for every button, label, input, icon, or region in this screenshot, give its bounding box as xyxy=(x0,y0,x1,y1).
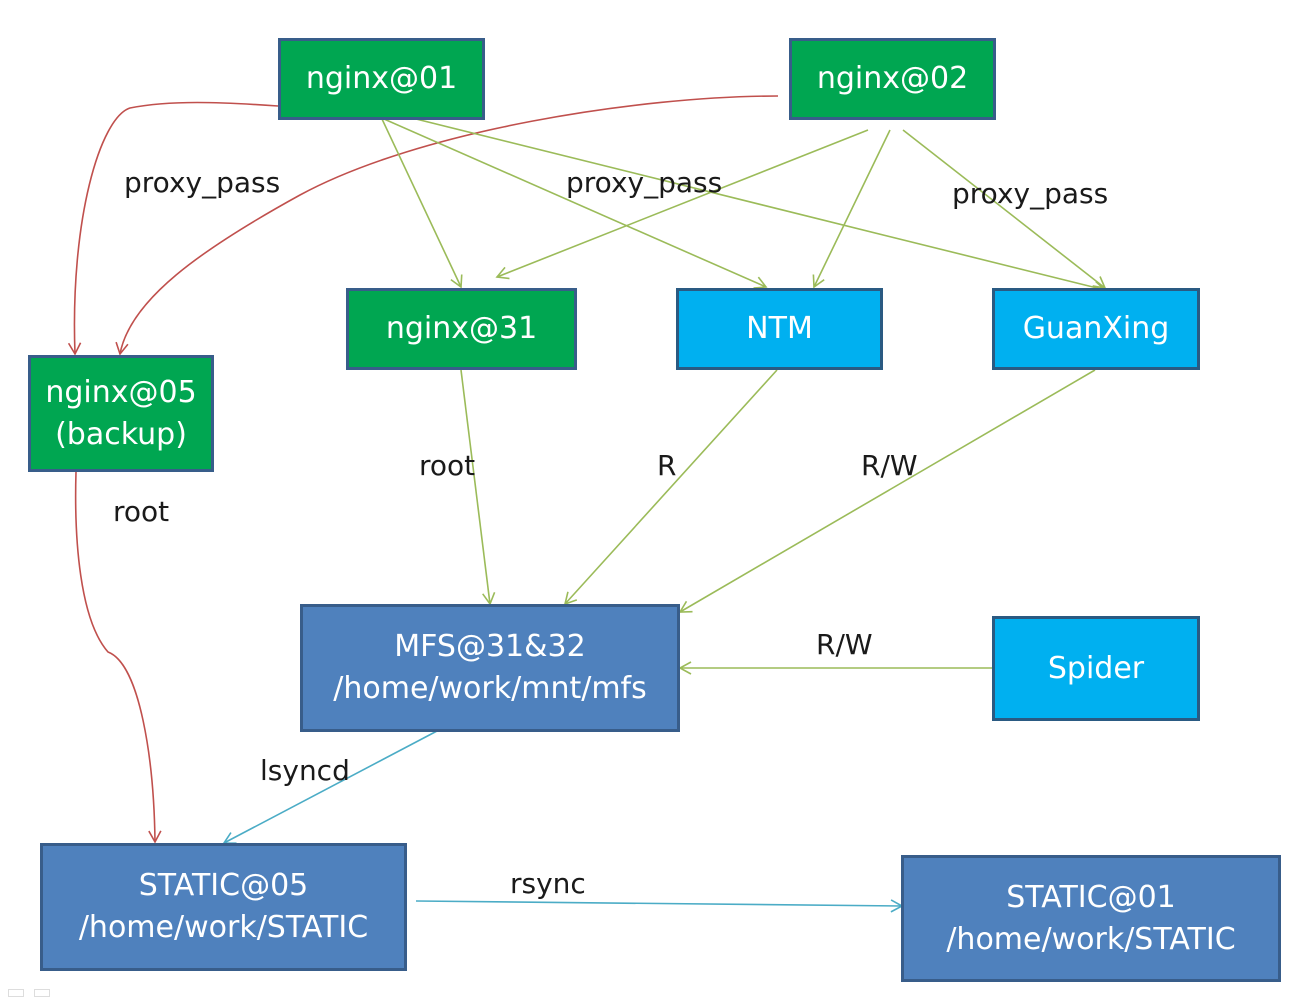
node-mfs-name: MFS@31&32 xyxy=(394,629,586,664)
node-static01-name: STATIC@01 xyxy=(1006,879,1176,915)
node-spider-label: Spider xyxy=(1047,650,1145,686)
edge-nginx02-to-ntm xyxy=(812,129,891,289)
label-proxy-pass-middle: proxy_pass xyxy=(566,166,723,199)
node-ntm-label: NTM xyxy=(746,311,813,346)
edge-nginx02-to-nginx31 xyxy=(495,129,869,280)
edge-guanxing-to-mfs xyxy=(678,369,1096,613)
edge-nginx01-to-ntm xyxy=(383,118,768,289)
node-guanxing: GuanXing xyxy=(992,288,1200,370)
node-spider: Spider xyxy=(992,616,1200,721)
node-nginx01-label: nginx@01 xyxy=(305,61,458,96)
edge-nginx01-to-guanxing xyxy=(415,118,1107,294)
label-proxy-pass-left: proxy_pass xyxy=(124,166,281,199)
edge-nginx02-to-guanxing xyxy=(902,129,1107,290)
node-mfs: MFS@31&32 /home/work/mnt/mfs xyxy=(300,604,680,732)
edge-ntm-to-mfs xyxy=(563,369,778,606)
node-nginx05-name: nginx@05 xyxy=(45,374,197,410)
label-proxy-pass-right: proxy_pass xyxy=(952,177,1109,210)
edge-mfs-to-static05 xyxy=(222,730,438,844)
node-static05: STATIC@05 /home/work/STATIC xyxy=(40,843,407,971)
node-static01-path: /home/work/STATIC xyxy=(946,921,1236,957)
node-nginx02: nginx@02 xyxy=(789,38,996,120)
node-static05-name: STATIC@05 xyxy=(138,868,309,903)
label-rsync: rsync xyxy=(510,867,586,900)
node-nginx02-label: nginx@02 xyxy=(816,61,969,96)
edge-static05-to-static01 xyxy=(415,899,904,913)
label-lsyncd: lsyncd xyxy=(260,754,350,787)
edge-nginx01-to-nginx31 xyxy=(381,118,463,289)
node-nginx05-backup: nginx@05 (backup) xyxy=(28,355,214,472)
node-nginx05-role: (backup) xyxy=(55,416,187,452)
node-nginx31-label: nginx@31 xyxy=(385,311,538,346)
node-nginx31: nginx@31 xyxy=(346,288,577,370)
label-read-write-guanxing: R/W xyxy=(861,449,918,482)
edge-nginx31-to-mfs xyxy=(460,369,496,606)
label-root-nginx05: root xyxy=(113,495,170,528)
edit-icon xyxy=(34,989,50,997)
node-guanxing-label: GuanXing xyxy=(1022,311,1170,346)
notes-icon xyxy=(8,989,24,997)
label-read-ntm: R xyxy=(657,449,677,482)
node-mfs-path: /home/work/mnt/mfs xyxy=(333,671,647,706)
slide-corner-icons xyxy=(8,982,68,997)
node-ntm: NTM xyxy=(676,288,883,370)
edge-nginx05-to-static05 xyxy=(74,471,162,844)
edge-nginx01-to-nginx05 xyxy=(67,101,279,356)
node-nginx01: nginx@01 xyxy=(278,38,485,120)
node-static01: STATIC@01 /home/work/STATIC xyxy=(901,855,1281,982)
edge-nginx02-to-nginx05 xyxy=(115,95,779,356)
label-read-write-spider: R/W xyxy=(816,628,873,661)
label-root-nginx31: root xyxy=(419,449,476,482)
node-static05-path: /home/work/STATIC xyxy=(78,910,369,945)
